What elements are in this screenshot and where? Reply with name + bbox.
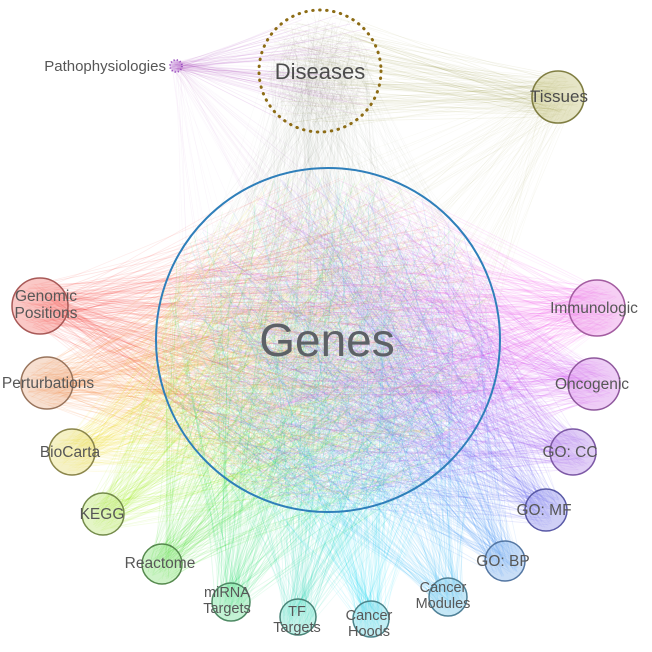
node-cancer-modules[interactable] [428, 577, 468, 617]
label-perturbations: Perturbations [2, 375, 94, 392]
label-go-bp: GO: BP [476, 553, 529, 570]
edge-bundle-tf-targets [173, 175, 498, 633]
node-biocarta[interactable] [48, 428, 96, 476]
label-pathophysiologies: Pathophysiologies [44, 58, 166, 75]
edge-bundle-cancer-hoods [163, 170, 488, 633]
label-immunologic: Immunologic [550, 300, 638, 317]
edge-bundle-perturbations [25, 189, 492, 503]
edge-bundle-oncogenic [167, 177, 616, 508]
edge-bundle-mirna-targets [161, 175, 498, 618]
edge-bundle-pathophysiologies-diseases [171, 14, 377, 126]
label-diseases: Diseases [275, 59, 365, 84]
node-cancer-hoods[interactable] [352, 600, 390, 638]
label-go-cc: GO: CC [542, 444, 597, 461]
edge-bundle-go-cc [161, 176, 593, 501]
node-mirna-targets[interactable] [211, 582, 251, 622]
node-layer [11, 8, 626, 638]
node-go-mf[interactable] [524, 488, 568, 532]
node-reactome[interactable] [141, 543, 183, 585]
edge-bundle-go-bp [174, 168, 522, 578]
node-genomic-positions[interactable] [11, 277, 69, 335]
edge-bundle-immunologic [164, 174, 620, 507]
label-oncogenic: Oncogenic [555, 376, 629, 393]
node-perturbations[interactable] [20, 356, 74, 410]
edge-bundle-genes-genes [159, 170, 498, 508]
node-genes[interactable] [155, 167, 501, 513]
edge-bundle-kegg [85, 172, 493, 532]
edge-bundle-cancer-modules [165, 171, 495, 612]
node-tf-targets[interactable] [279, 598, 317, 636]
node-tissues[interactable] [531, 70, 585, 124]
node-pathophysiologies[interactable] [169, 59, 183, 73]
edge-bundle-diseases-genes [157, 19, 499, 501]
edge-bundle-tissues-diseases [260, 14, 579, 131]
node-immunologic[interactable] [568, 279, 626, 337]
node-go-bp[interactable] [484, 540, 526, 582]
label-kegg: KEGG [80, 506, 125, 523]
label-go-mf: GO: MF [516, 502, 571, 519]
label-tissues: Tissues [530, 87, 588, 106]
label-biocarta: BioCarta [40, 444, 101, 461]
edge-bundle-pathophysiologies-genes [171, 61, 489, 491]
label-reactome: Reactome [125, 555, 196, 572]
edge-bundle-diseases-diseases [261, 10, 380, 132]
label-genes: Genes [259, 314, 395, 366]
edge-bundle-go-mf [176, 175, 564, 528]
node-oncogenic[interactable] [567, 357, 621, 411]
edge-layer [17, 10, 620, 633]
label-layer: Genes Diseases PathophysiologiesTissuesGen… [2, 58, 638, 640]
node-diseases[interactable] [257, 8, 383, 134]
edge-bundle-genomic-positions [17, 177, 486, 511]
node-kegg[interactable] [81, 492, 125, 536]
node-go-cc[interactable] [549, 428, 597, 476]
